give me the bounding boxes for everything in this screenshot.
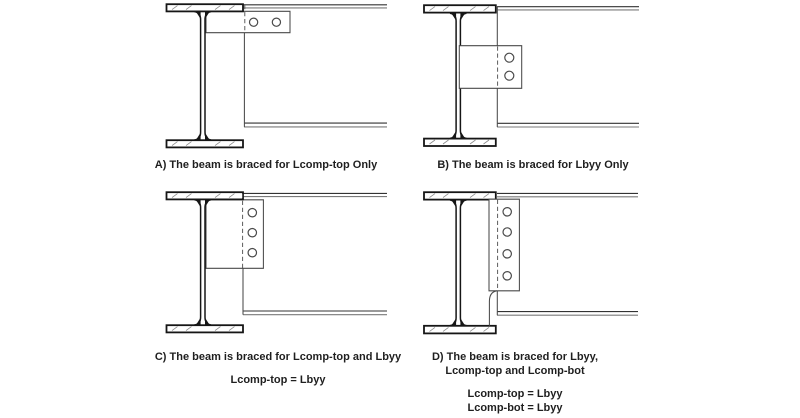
figure-a-caption: A) The beam is braced for Lcomp-top Only — [116, 158, 416, 172]
brace-plate — [488, 198, 520, 292]
note-line: Lcomp-bot = Lbyy — [467, 402, 563, 414]
i-beam-section — [165, 3, 244, 149]
flange-hatch — [171, 5, 235, 146]
caption-line: C) The beam is braced for Lcomp-top and … — [154, 351, 402, 363]
caption-line: Lcomp-top and Lcomp-bot — [445, 365, 585, 377]
bolt-hole — [504, 52, 515, 63]
figure-c-drawing — [165, 191, 387, 334]
bolt-hole — [502, 249, 512, 259]
flange-hatch — [429, 6, 490, 145]
figure-b-caption: B) The beam is braced for Lbyy Only — [383, 158, 683, 172]
figure-a-drawing — [165, 3, 387, 149]
bolt-hole — [247, 207, 258, 218]
beam-outline — [241, 192, 387, 316]
caption-line: D) The beam is braced for Lbyy, — [431, 351, 599, 363]
bolt-hole — [502, 207, 512, 217]
note-line: Lcomp-top = Lbyy — [467, 388, 563, 400]
caption-line: A) The beam is braced for Lcomp-top Only — [154, 159, 378, 171]
bolt-hole — [504, 70, 515, 81]
figure-d-drawing — [423, 191, 638, 335]
flange-hatch — [429, 193, 490, 332]
bolt-hole — [502, 270, 512, 281]
i-beam-section — [423, 4, 497, 147]
bolt-hole — [247, 227, 258, 238]
caption-line: B) The beam is braced for Lbyy Only — [437, 159, 629, 171]
beam-outline — [496, 6, 639, 128]
figure-c-caption: C) The beam is braced for Lcomp-top and … — [128, 350, 428, 387]
brace-plate — [205, 10, 291, 34]
beam-outline — [242, 4, 387, 128]
i-beam-section — [423, 191, 497, 335]
brace-plate — [458, 45, 523, 89]
bolt-hole — [248, 17, 259, 27]
figure-b-drawing — [423, 4, 639, 147]
bolt-hole — [502, 227, 512, 237]
bolt-hole — [247, 247, 258, 258]
note-line: Lcomp-top = Lbyy — [230, 374, 326, 386]
flange-hatch — [171, 193, 235, 331]
bolt-hole — [271, 17, 282, 27]
i-beam-section — [165, 191, 244, 334]
bottom-flange-connection-curve — [488, 290, 497, 326]
beam-outline — [496, 192, 638, 316]
figure-d-caption: D) The beam is braced for Lbyy, Lcomp-to… — [365, 350, 665, 415]
